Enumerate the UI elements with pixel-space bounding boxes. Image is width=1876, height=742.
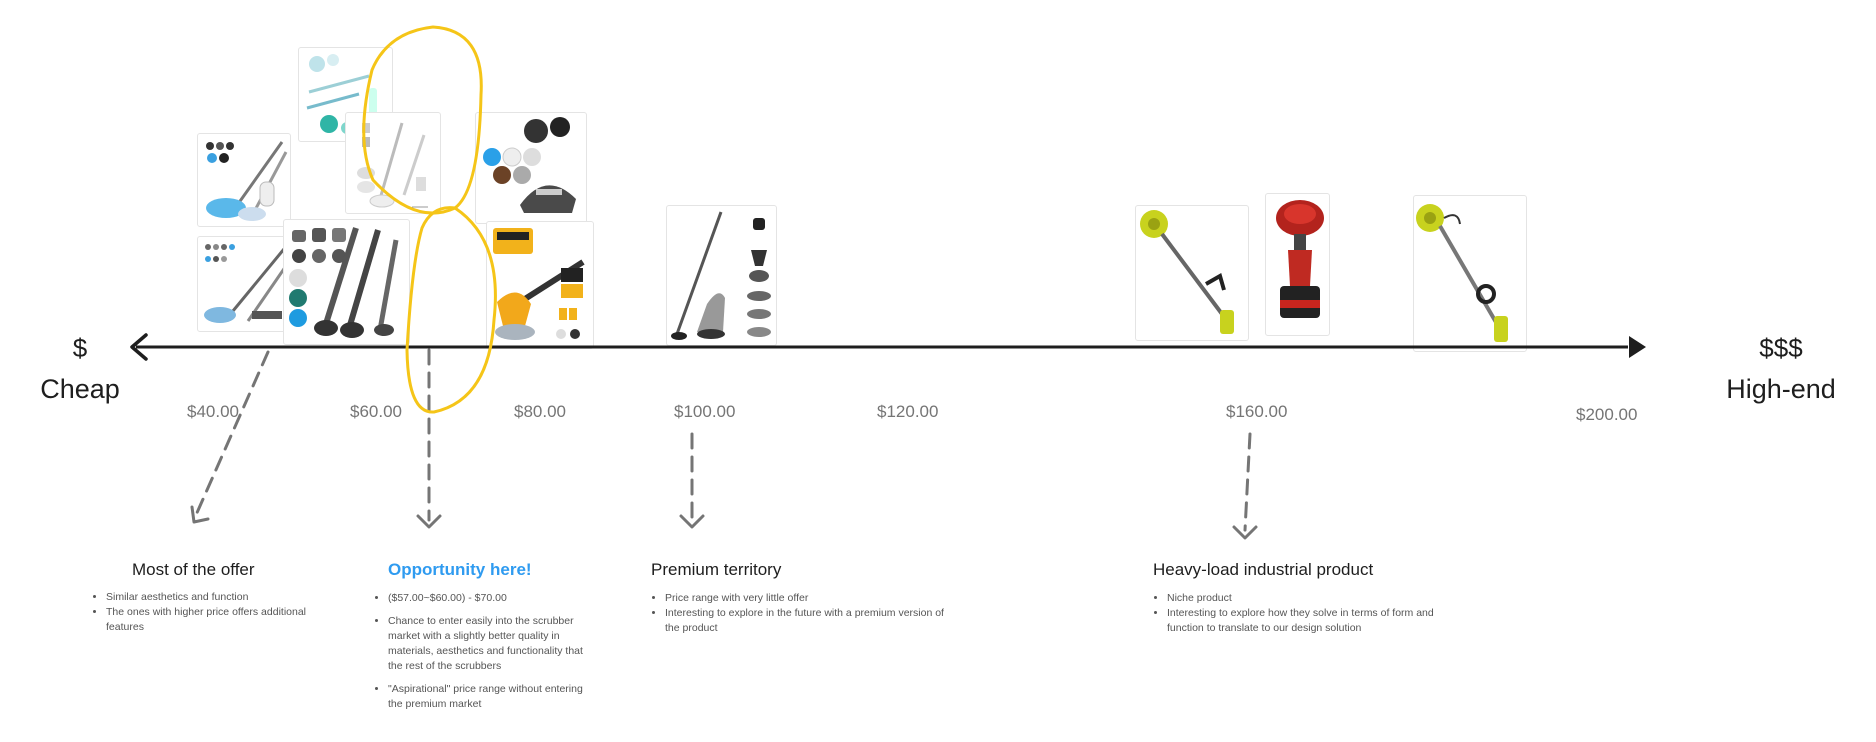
segment-heading: Most of the offer	[132, 560, 255, 579]
segment-note: Chance to enter easily into the scrubber…	[388, 614, 594, 674]
arrowhead-icon	[416, 514, 442, 529]
product-thumbnail[interactable]	[666, 205, 777, 346]
yellow-power-scrubber-icon	[493, 228, 585, 340]
green-long-scrubber-icon	[1416, 204, 1508, 342]
price-tick: $200.00	[1576, 405, 1638, 424]
arrowhead-icon	[1232, 525, 1258, 540]
spin-scrubber-kit-icon	[289, 227, 399, 338]
telescopic-scrubber-icon	[671, 211, 771, 340]
product-thumbnail[interactable]	[1135, 205, 1249, 341]
segment-note: Niche product	[1167, 591, 1453, 606]
spin-scrubber-kit-icon	[206, 141, 288, 221]
segment-note: Interesting to explore how they solve in…	[1167, 606, 1453, 636]
drill-brush-kit-icon	[483, 117, 576, 213]
product-thumbnail[interactable]	[1413, 195, 1527, 352]
product-thumbnail[interactable]	[486, 221, 594, 349]
price-tick: $80.00	[514, 402, 566, 421]
segment-note: ($57.00~$60.00) - $70.00	[388, 591, 594, 606]
segment-note: Similar aesthetics and function	[106, 590, 332, 605]
segment-premium: Premium territory Price range with very …	[651, 560, 951, 636]
highlight-loop-upper	[362, 25, 483, 215]
cheap-symbol: $	[72, 333, 88, 363]
segment-note: Price range with very little offer	[665, 591, 951, 606]
arrowhead-icon	[679, 514, 705, 529]
green-pole-scrubber-icon	[1140, 210, 1234, 334]
arrowhead-icon	[190, 505, 210, 524]
product-thumbnail[interactable]	[475, 112, 587, 224]
red-drill-brush-icon	[1276, 200, 1324, 318]
dashed-pointer-line	[194, 350, 270, 517]
segment-note: Interesting to explore in the future wit…	[665, 606, 951, 636]
segment-industrial: Heavy-load industrial product Niche prod…	[1153, 560, 1453, 636]
axis-right-arrow-icon	[1629, 336, 1646, 358]
segment-heading: Opportunity here!	[388, 560, 532, 579]
high-end-symbol: $$$	[1759, 333, 1803, 363]
segment-note: "Aspirational" price range without enter…	[388, 682, 594, 712]
product-thumbnail[interactable]	[1265, 193, 1330, 336]
spin-scrubber-kit-icon	[204, 244, 290, 323]
product-thumbnail[interactable]	[197, 133, 291, 227]
price-tick: $60.00	[350, 402, 402, 421]
price-tick: $160.00	[1226, 402, 1288, 421]
cheap-label: Cheap	[40, 374, 120, 404]
price-tick: $120.00	[877, 402, 939, 421]
highlight-loop-lower	[405, 206, 497, 414]
axis-left-arrow-icon	[130, 333, 148, 361]
dashed-pointer-line	[1243, 432, 1252, 532]
segment-most-offer: Most of the offer Similar aesthetics and…	[92, 560, 332, 635]
segment-note: The ones with higher price offers additi…	[106, 605, 332, 635]
product-thumbnail[interactable]	[283, 219, 410, 345]
segment-heading: Heavy-load industrial product	[1153, 560, 1374, 579]
segment-opportunity: Opportunity here! ($57.00~$60.00) - $70.…	[374, 560, 594, 720]
segment-heading: Premium territory	[651, 560, 782, 579]
price-tick: $100.00	[674, 402, 736, 421]
product-thumbnail[interactable]	[197, 236, 293, 332]
price-tick: $40.00	[187, 402, 239, 421]
high-end-label: High-end	[1726, 374, 1836, 404]
